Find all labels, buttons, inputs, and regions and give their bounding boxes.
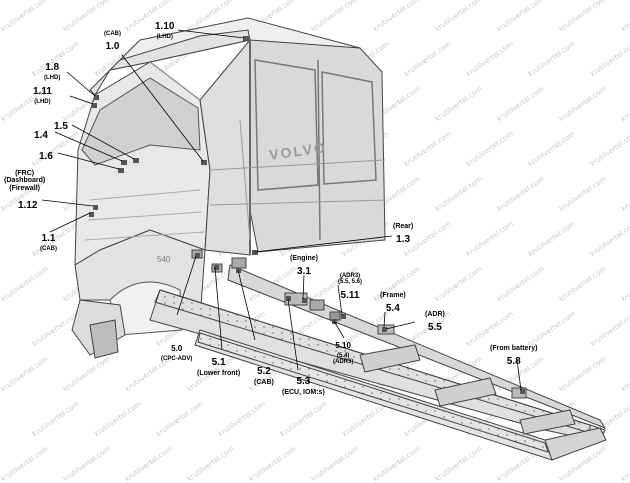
label-frc-pre: (FRC) bbox=[15, 170, 35, 177]
label-1-10-sub: (LHD) bbox=[156, 33, 173, 40]
label-1-4: 1.4 bbox=[34, 126, 48, 143]
label-5-3-code: 5.3 bbox=[296, 376, 311, 387]
label-5-5-pre: (ADR) bbox=[425, 311, 445, 318]
label-1-0: (CAB) 1.0 bbox=[104, 31, 121, 54]
leader-lines bbox=[41, 29, 522, 391]
cab-body bbox=[71, 17, 386, 359]
label-1-6: 1.6 bbox=[39, 147, 53, 164]
label-3-1-pre: (Engine) bbox=[290, 255, 318, 262]
label-5-2-code: 5.2 bbox=[256, 366, 271, 377]
label-5-5: (ADR) 5.5 bbox=[425, 311, 445, 335]
label-3-1-code: 3.1 bbox=[297, 266, 311, 278]
label-frc-firewall: (Firewall) bbox=[9, 184, 40, 192]
label-5-8-pre: (From battery) bbox=[490, 345, 538, 352]
label-frc-dashboard: (Dashboard) bbox=[4, 177, 46, 185]
label-5-11: (ADR3) (5.5, 5.6) 5.11 bbox=[338, 273, 362, 302]
label-5-5-code: 5.5 bbox=[427, 322, 442, 334]
label-5-0-sub: (CPC-ADV) bbox=[161, 355, 193, 362]
label-5-1-post: (Lower front) bbox=[197, 369, 241, 377]
cab-badge-text: 540 bbox=[157, 255, 171, 264]
label-1-11-sub: (LHD) bbox=[34, 98, 51, 105]
label-5-4-pre: (Frame) bbox=[380, 292, 406, 299]
label-1-11-code: 1.11 bbox=[33, 86, 52, 97]
label-5-10: 5.10 (5.4) (ADR3) bbox=[333, 336, 353, 365]
label-5-4: (Frame) 5.4 bbox=[380, 292, 406, 316]
label-3-1: (Engine) 3.1 bbox=[290, 255, 318, 279]
label-1-3-code: 1.3 bbox=[396, 234, 411, 246]
label-5-10-sub: (5.4) bbox=[337, 352, 350, 359]
label-1-4-code: 1.4 bbox=[34, 130, 48, 141]
label-1-1-post: (CAB) bbox=[40, 245, 57, 252]
label-1-8: 1.8 (LHD) bbox=[44, 58, 60, 81]
label-1-3-pre: (Rear) bbox=[393, 223, 414, 230]
label-1-12: 1.12 bbox=[18, 196, 37, 213]
label-frc: (FRC) (Dashboard) (Firewall) bbox=[4, 170, 45, 192]
label-5-1-code: 5.1 bbox=[211, 357, 226, 368]
label-1-10: 1.10 (LHD) bbox=[155, 17, 174, 40]
label-5-11-pre2: (5.5, 5.6) bbox=[338, 279, 363, 286]
label-5-0: 5.0 (CPC-ADV) bbox=[161, 339, 192, 362]
cab-brand-text: VOLVO bbox=[268, 139, 328, 163]
label-1-10-code: 1.10 bbox=[155, 21, 175, 32]
label-1-0-pre: (CAB) bbox=[104, 31, 121, 37]
label-1-6-code: 1.6 bbox=[39, 151, 53, 162]
label-5-4-code: 5.4 bbox=[385, 303, 400, 315]
label-1-11: 1.11 (LHD) bbox=[33, 82, 52, 105]
label-1-0-code: 1.0 bbox=[105, 41, 120, 53]
label-1-1: 1.1 (CAB) bbox=[40, 229, 57, 252]
label-1-8-code: 1.8 bbox=[45, 62, 60, 73]
label-5-11-code: 5.11 bbox=[340, 289, 360, 301]
label-5-1: 5.1 (Lower front) bbox=[197, 353, 240, 377]
label-5-8-code: 5.8 bbox=[506, 356, 521, 368]
label-1-3: (Rear) 1.3 bbox=[393, 223, 413, 247]
chassis-frame bbox=[149, 249, 607, 461]
label-5-10-sub2: (ADR3) bbox=[333, 359, 354, 366]
label-1-5-code: 1.5 bbox=[54, 121, 68, 132]
label-5-10-code: 5.10 bbox=[335, 341, 351, 350]
label-1-12-code: 1.12 bbox=[18, 200, 38, 211]
label-5-11-pre: (ADR3) bbox=[339, 273, 361, 279]
label-1-8-sub: (LHD) bbox=[44, 74, 61, 81]
label-5-3-post: (ECU, IOM:s) bbox=[282, 388, 325, 396]
label-5-8: (From battery) 5.8 bbox=[490, 345, 537, 369]
label-1-5: 1.5 bbox=[54, 117, 68, 134]
label-5-3: 5.3 (ECU, IOM:s) bbox=[282, 372, 325, 396]
label-1-1-code: 1.1 bbox=[41, 233, 56, 244]
label-5-2: 5.2 (CAB) bbox=[254, 362, 274, 386]
label-5-2-post: (CAB) bbox=[254, 378, 274, 386]
label-5-0-code: 5.0 bbox=[171, 344, 183, 353]
